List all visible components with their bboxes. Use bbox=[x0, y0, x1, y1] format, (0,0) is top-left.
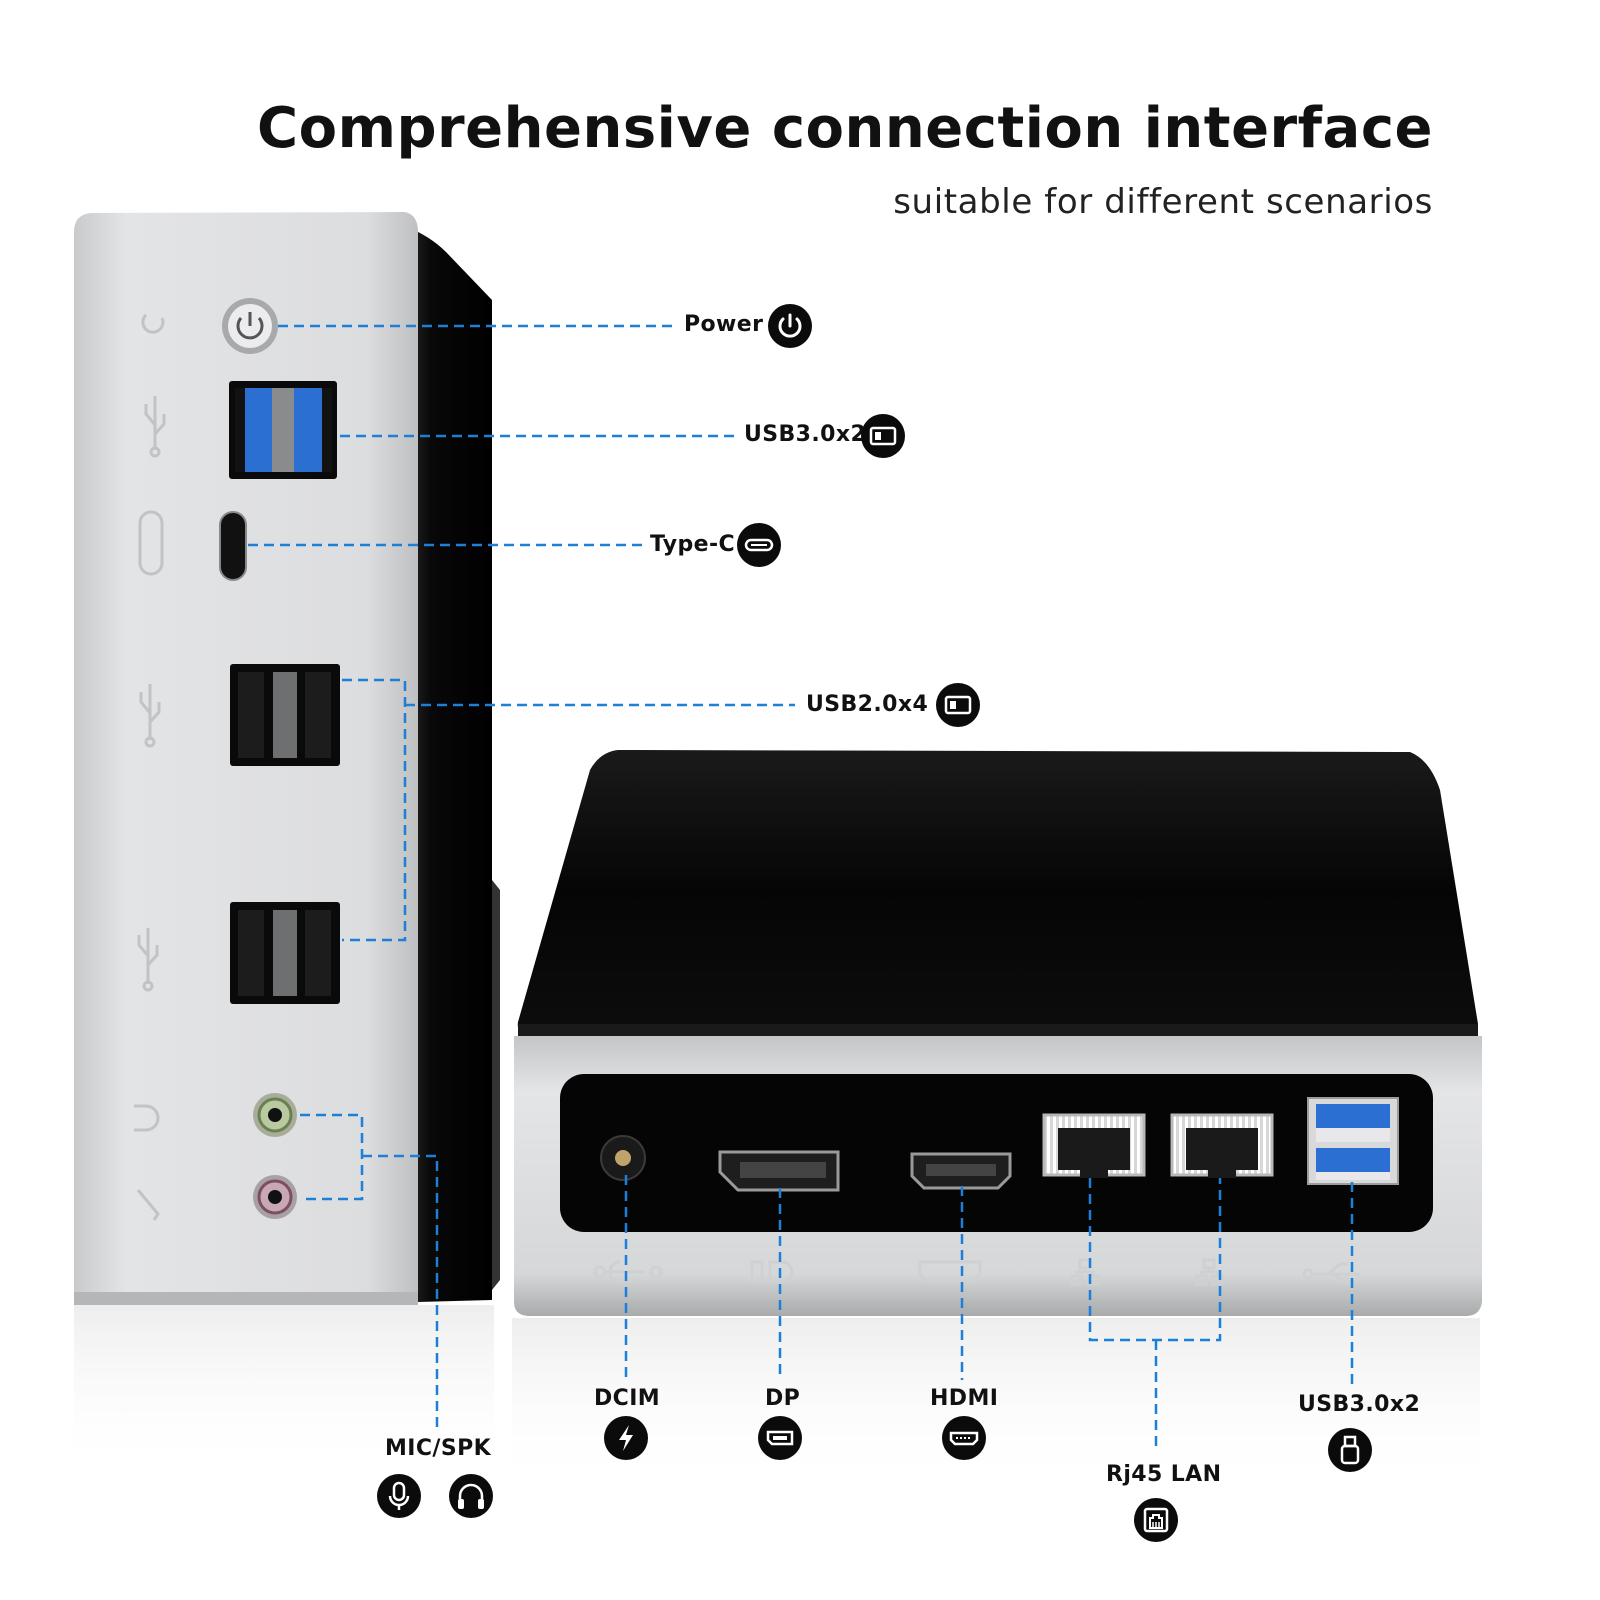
engraved-lan-icon-2 bbox=[1194, 1258, 1224, 1286]
label-usb3-side: USB3.0x2 bbox=[744, 422, 867, 447]
side-reflection bbox=[74, 1305, 494, 1475]
usb-port-icon bbox=[861, 414, 905, 458]
lightning-icon bbox=[604, 1416, 648, 1460]
engraved-headphone-icon bbox=[134, 1104, 160, 1132]
label-usb3-rear: USB3.0x2 bbox=[1298, 1392, 1421, 1417]
engraved-power-icon bbox=[141, 313, 165, 334]
type-c-icon bbox=[737, 523, 781, 567]
power-icon bbox=[768, 304, 812, 348]
engraved-type-c-icon bbox=[138, 510, 164, 576]
side-black-panel bbox=[405, 226, 492, 1302]
engraved-usb-icon-rear bbox=[1302, 1262, 1360, 1285]
headphones-icon bbox=[449, 1474, 493, 1518]
rear-black-top bbox=[517, 750, 1478, 1036]
type-c-port[interactable] bbox=[219, 511, 247, 581]
microphone-jack[interactable] bbox=[253, 1175, 297, 1219]
subheadline: suitable for different scenarios bbox=[893, 182, 1433, 222]
label-rj45: Rj45 LAN bbox=[1106, 1462, 1222, 1487]
label-dp: DP bbox=[765, 1386, 801, 1411]
rj45-port-1[interactable] bbox=[1042, 1113, 1146, 1178]
engraved-hdmi-icon bbox=[918, 1260, 982, 1284]
engraved-lan-icon-1 bbox=[1070, 1258, 1100, 1286]
rear-view-unit bbox=[512, 750, 1482, 1488]
callout-lan bbox=[1088, 1178, 1222, 1452]
rear-usb3-port-pair[interactable] bbox=[1307, 1097, 1399, 1185]
dc-jack-port[interactable] bbox=[600, 1135, 646, 1181]
usb2-port-pair-top[interactable] bbox=[230, 664, 340, 766]
engraved-mic-icon bbox=[136, 1189, 160, 1221]
usb-port-icon-2 bbox=[936, 683, 980, 727]
power-button[interactable] bbox=[222, 298, 278, 354]
side-vent-edge bbox=[492, 880, 500, 1290]
ethernet-icon bbox=[1134, 1498, 1178, 1542]
label-dcim: DCIM bbox=[594, 1386, 661, 1411]
rj45-port-2[interactable] bbox=[1170, 1113, 1274, 1178]
side-view-unit bbox=[74, 212, 500, 1475]
engraved-usb-icon bbox=[144, 396, 166, 458]
label-mic-spk: MIC/SPK bbox=[385, 1436, 492, 1461]
rear-reflection bbox=[512, 1318, 1480, 1488]
side-bottom-edge bbox=[74, 1292, 418, 1305]
callout-lines bbox=[248, 324, 1354, 1452]
microphone-icon bbox=[377, 1474, 421, 1518]
callout-usb2 bbox=[342, 678, 795, 942]
engraved-usb-icon-2 bbox=[139, 684, 161, 748]
engraved-usb-icon-3 bbox=[137, 928, 159, 992]
displayport-port[interactable] bbox=[718, 1150, 840, 1192]
displayport-icon bbox=[758, 1416, 802, 1460]
engraved-dp-icon bbox=[750, 1260, 794, 1284]
label-hdmi: HDMI bbox=[930, 1386, 999, 1411]
usb-stick-icon bbox=[1328, 1428, 1372, 1472]
label-power: Power bbox=[684, 312, 764, 337]
usb2-port-pair-bottom[interactable] bbox=[230, 902, 340, 1004]
headphone-jack[interactable] bbox=[253, 1093, 297, 1137]
label-type-c: Type-C bbox=[650, 532, 736, 557]
callout-mic-spk bbox=[300, 1113, 439, 1428]
headline: Comprehensive connection interface bbox=[257, 96, 1433, 161]
label-usb2: USB2.0x4 bbox=[806, 692, 929, 717]
hdmi-icon bbox=[942, 1416, 986, 1460]
usb3-port-pair[interactable] bbox=[229, 381, 337, 479]
hdmi-port[interactable] bbox=[910, 1152, 1012, 1190]
